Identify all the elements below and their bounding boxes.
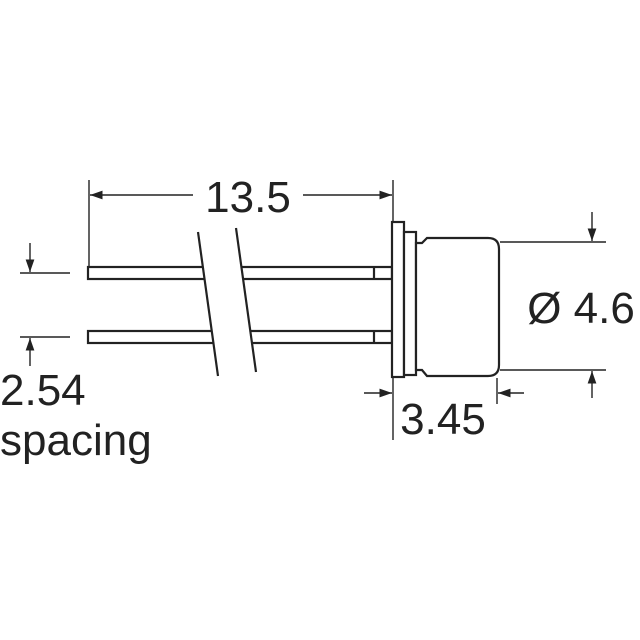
lead-break-band <box>198 228 256 376</box>
dimension-label-spacing: spacing <box>0 416 152 465</box>
flange-inner <box>390 220 406 379</box>
dimension-label-13-5: 13.5 <box>205 173 291 222</box>
dimension-label-3-45: 3.45 <box>400 395 486 444</box>
dimension-label-diameter: Ø 4.6 <box>527 284 635 333</box>
flange-outer <box>402 230 418 377</box>
dimension-label-2-54: 2.54 <box>0 366 86 415</box>
body-can <box>414 236 501 378</box>
break-line-left <box>196 231 220 377</box>
break-line-right <box>234 227 258 373</box>
